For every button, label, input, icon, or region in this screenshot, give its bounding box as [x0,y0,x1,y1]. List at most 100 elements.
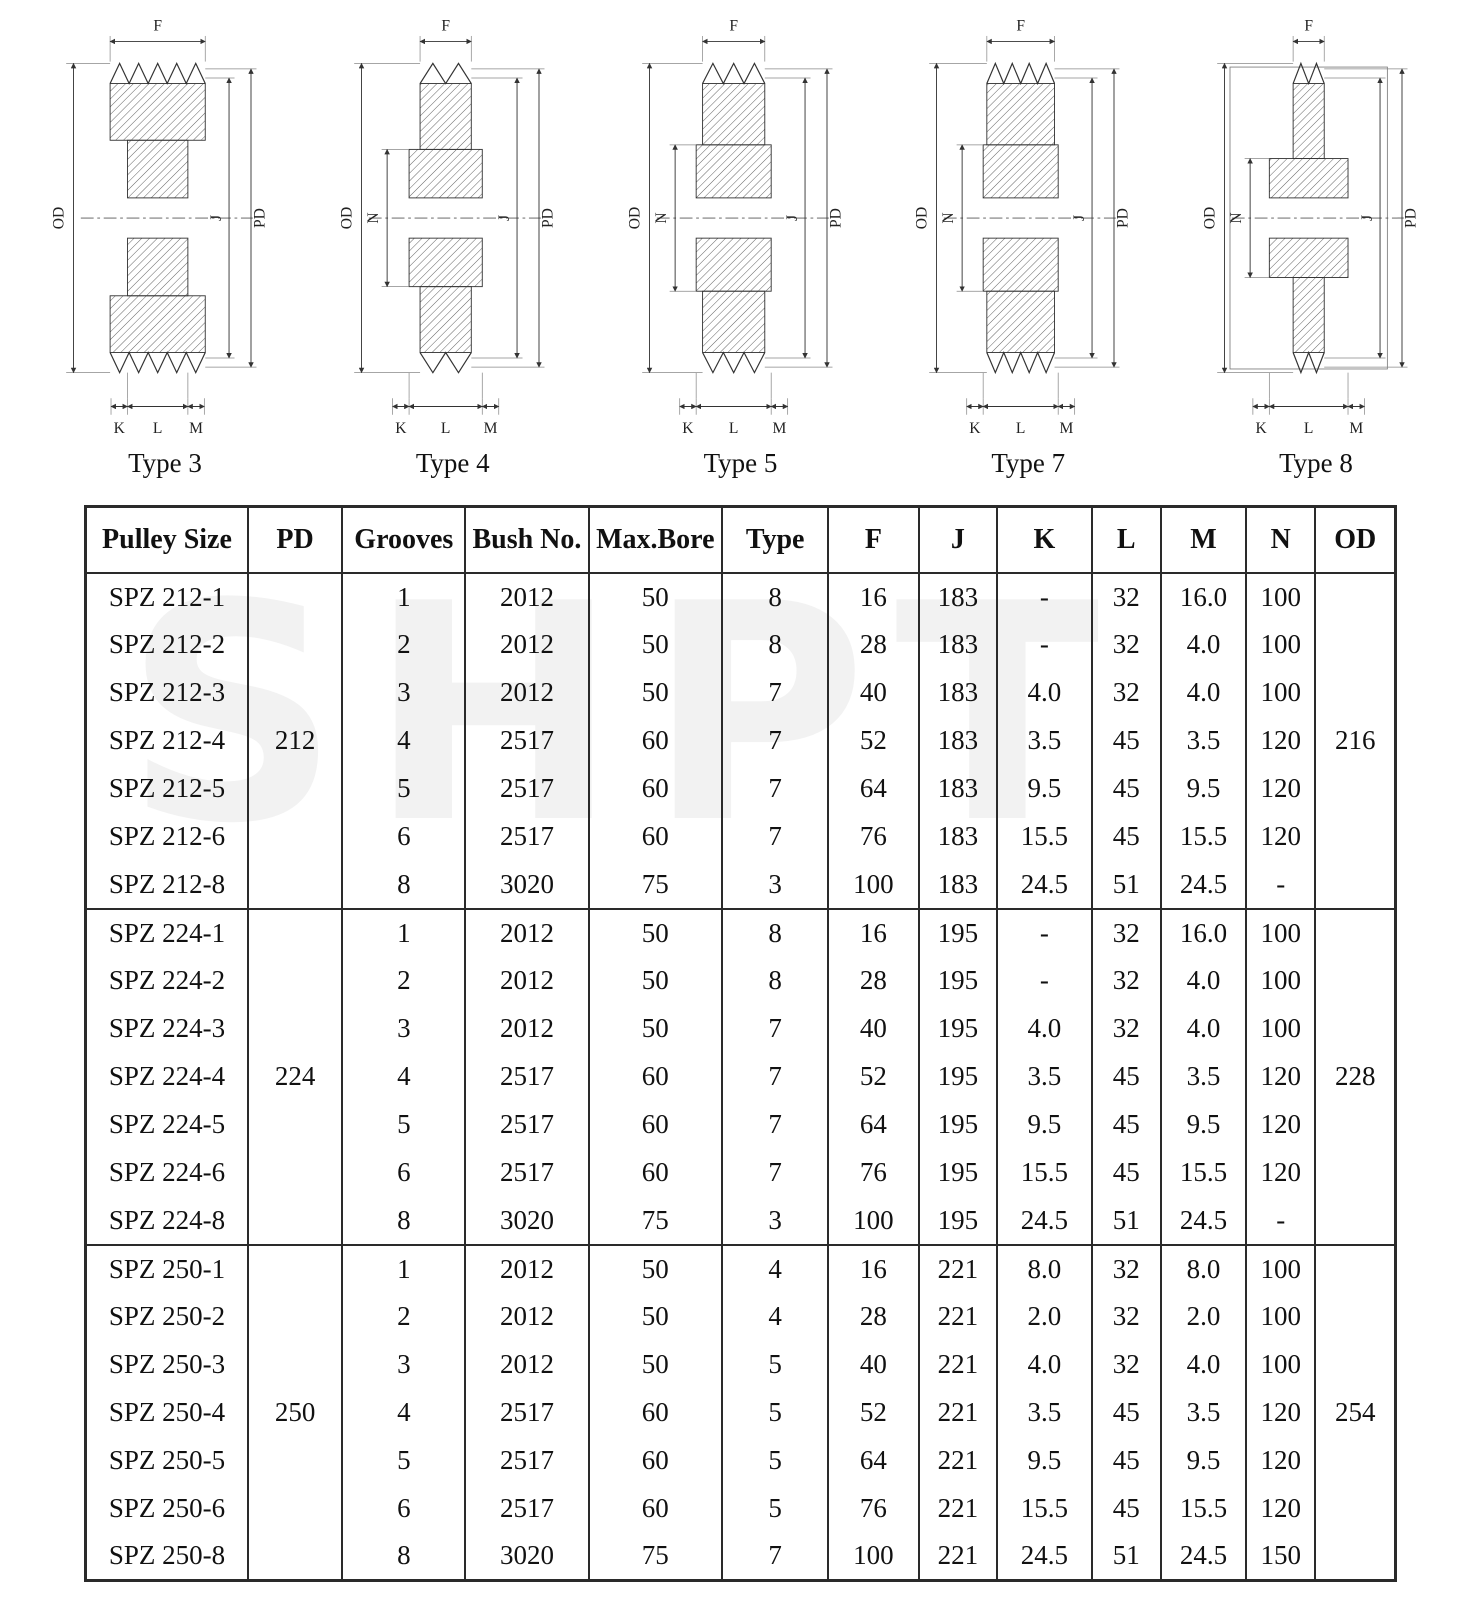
cell-k: 24.5 [996,860,1093,909]
pulley-rim [701,290,765,353]
pulley-rim [419,286,472,353]
cell-n: 120 [1245,1388,1317,1437]
cell-pulley-size: SPZ 212-6 [84,812,249,861]
dim-label-j: J [1071,215,1088,221]
col-header-max-bore: Max.Bore [587,506,724,573]
cell-grooves: 3 [341,668,467,717]
cell-j: 221 [917,1244,999,1293]
cell-m: 9.5 [1159,1100,1248,1149]
cell-type: 7 [721,812,830,861]
cell-bush: 2517 [464,1484,590,1533]
cell-grooves: 1 [341,572,467,621]
cell-l: 32 [1090,668,1162,717]
dim-label-k: K [114,420,126,437]
dim-label-f: F [441,17,450,34]
cell-l: 51 [1090,1532,1162,1581]
cell-j: 221 [917,1292,999,1341]
cell-k: 2.0 [996,1292,1093,1341]
cell-j: 183 [917,812,999,861]
dim-label-pd: PD [827,208,844,228]
cell-n: 100 [1245,668,1317,717]
cell-j: 183 [917,572,999,621]
cell-grooves: 3 [341,1340,467,1389]
dim-label-m: M [483,420,497,437]
cell-max-bore: 60 [587,1436,724,1485]
cell-k: 9.5 [996,764,1093,813]
cell-type: 8 [721,956,830,1005]
col-header-type: Type [721,506,830,573]
cell-bush: 2517 [464,1148,590,1197]
cell-grooves: 3 [341,1004,467,1053]
cell-m: 4.0 [1159,1004,1248,1053]
cell-bush: 2012 [464,956,590,1005]
cell-k: 3.5 [996,1388,1093,1437]
diagram-caption: Type 3 [128,448,202,478]
col-header-grooves: Grooves [341,506,467,573]
cell-m: 9.5 [1159,764,1248,813]
col-header-pulley-size: Pulley Size [84,506,249,573]
cell-type: 5 [721,1388,830,1437]
cell-bush: 2012 [464,1340,590,1389]
cell-l: 32 [1090,956,1162,1005]
cell-pulley-size: SPZ 250-8 [84,1532,249,1581]
col-header-j: J [917,506,999,573]
cell-grooves: 5 [341,764,467,813]
pulley-hub [695,144,772,199]
dim-label-j: J [208,215,225,221]
cell-n: 150 [1245,1532,1317,1581]
cell-grooves: 4 [341,1052,467,1101]
cell-bush: 3020 [464,860,590,909]
cell-pulley-size: SPZ 250-1 [84,1244,249,1293]
dim-label-l: L [153,420,163,437]
rim-grooves-top [1292,61,1325,86]
cell-k: 8.0 [996,1244,1093,1293]
cell-m: 15.5 [1159,1148,1248,1197]
cell-k: 4.0 [996,1340,1093,1389]
cell-j: 195 [917,1052,999,1101]
cell-n: 100 [1245,1004,1317,1053]
dim-label-n: N [652,212,669,223]
cell-k: 4.0 [996,1004,1093,1053]
cell-pulley-size: SPZ 224-5 [84,1100,249,1149]
cell-n: - [1245,1196,1317,1245]
cell-pulley-size: SPZ 212-2 [84,620,249,669]
cell-max-bore: 60 [587,764,724,813]
col-header-bush-no-: Bush No. [464,506,590,573]
dim-label-k: K [682,420,694,437]
cell-n: 120 [1245,1436,1317,1485]
cell-type: 5 [721,1436,830,1485]
cell-k: 24.5 [996,1196,1093,1245]
cell-grooves: 2 [341,1292,467,1341]
cell-type: 7 [721,1004,830,1053]
cell-m: 24.5 [1159,1196,1248,1245]
cell-n: 100 [1245,956,1317,1005]
cell-type: 4 [721,1292,830,1341]
cell-m: 15.5 [1159,1484,1248,1533]
cell-l: 45 [1090,1148,1162,1197]
pulley-hub [695,237,772,292]
cell-l: 32 [1090,1004,1162,1053]
cell-max-bore: 50 [587,1292,724,1341]
cell-f: 52 [827,1388,920,1437]
cell-f: 40 [827,1340,920,1389]
cell-k: 9.5 [996,1436,1093,1485]
cell-j: 195 [917,908,999,957]
pulley-hub [127,237,189,297]
cell-od: 228 [1314,908,1397,1245]
pulley-rim [1292,277,1325,353]
